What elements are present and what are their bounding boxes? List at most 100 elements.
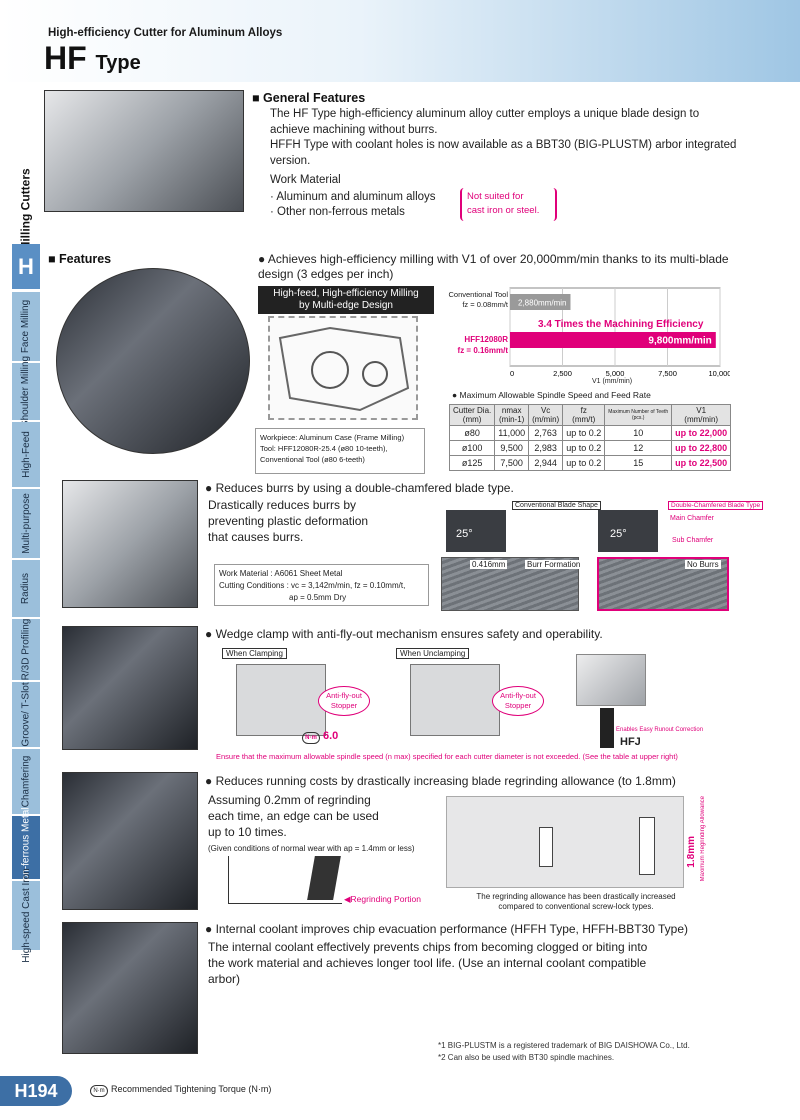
spec-table: Cutter Dia.(mm) nmax(min-1) Vc(m/min) fz… <box>448 404 732 471</box>
workpiece-outline-svg <box>278 326 410 412</box>
spec-h1: nmax <box>501 406 522 415</box>
regrind-caption1: The regrinding allowance has been drasti… <box>476 892 676 901</box>
conventional-blade-label: Conventional Blade Shape <box>512 501 601 510</box>
sidebar-item-face-milling[interactable]: Face Milling <box>12 292 40 362</box>
sidebar-item-high-feed[interactable]: High-Feed <box>12 422 40 488</box>
burr-size-label: 0.416mm <box>470 560 508 569</box>
torque-number: 6.0 <box>323 730 339 742</box>
torque-icon: N·m <box>90 1085 108 1097</box>
burr-cond3: ap = 0.5mm Dry <box>289 593 347 602</box>
spec-cell: ø80 <box>448 425 496 441</box>
sidebar-category[interactable]: Milling Cutters <box>12 168 40 251</box>
sidebar-item-chamfering[interactable]: Chamfering <box>12 749 40 815</box>
spec-header-row: Cutter Dia.(mm) nmax(min-1) Vc(m/min) fz… <box>448 404 732 426</box>
feature-bullet-efficiency: Achieves high-efficiency milling with V1… <box>258 252 736 282</box>
work-material-1: · Aluminum and aluminum alloys <box>270 191 436 203</box>
main-chamfer-label: Main Chamfer <box>670 515 714 522</box>
title-sub: Type <box>95 52 141 74</box>
regrind-blade-diagram <box>228 856 342 904</box>
sidebar-item-high-speed-cast-iron[interactable]: High-speed Cast Iron <box>12 868 40 963</box>
high-feed-label: High-feed, High-efficiency Milling by Mu… <box>258 286 434 314</box>
spec-u1: (min-1) <box>498 415 525 424</box>
features-heading: Features <box>48 252 111 266</box>
sidebar-item-non-ferrous[interactable]: Non-ferrous Metal <box>12 807 40 888</box>
clamping-diagram <box>236 664 326 736</box>
spec-u0: (mm) <box>462 415 482 424</box>
sidebar-item-r3d-profiling[interactable]: R/3D Profiling <box>12 619 40 681</box>
workpiece-line2: Tool: HFF12080R-25.4 (ø80 10-teeth), <box>260 444 388 453</box>
coolant-bullet: Internal coolant improves chip evacuatio… <box>205 922 688 937</box>
page-subtitle: High-efficiency Cutter for Aluminum Allo… <box>48 27 283 39</box>
torque-note-text: Recommended Tightening Torque (N·m) <box>111 1084 272 1094</box>
chart-tick-label: 0 <box>510 369 514 378</box>
allowance-value: 1.8mm <box>686 836 697 868</box>
work-material-2: · Other non-ferrous metals <box>270 206 405 218</box>
torque-icon: N·m <box>302 732 320 744</box>
cutter-product-photo <box>44 90 244 212</box>
spec-th-teeth: Maximum Number of Teeth(pcs.) <box>604 404 673 426</box>
spec-cell: 2,944 <box>528 455 564 471</box>
spec-table-caption: ● Maximum Allowable Spindle Speed and Fe… <box>452 390 651 400</box>
when-clamping-label: When Clamping <box>222 648 287 659</box>
no-burrs-label: No Burrs <box>685 560 721 569</box>
chart-cat2-label: HFF12080R fz = 0.16mm/t <box>434 334 508 356</box>
hfj-clamp-image <box>576 654 646 706</box>
workpiece-hole <box>362 361 388 387</box>
sidebar-item-multi-purpose[interactable]: Multi-purpose <box>12 489 40 559</box>
conventional-blade-diagram <box>446 510 506 552</box>
coolant-desc: The internal coolant effectively prevent… <box>208 940 648 986</box>
spec-cell: 12 <box>604 440 673 456</box>
regrind-desc1: Assuming 0.2mm of regrinding <box>208 793 371 807</box>
regrind-desc2: each time, an edge can be used <box>208 809 379 823</box>
spec-caption-text: Maximum Allowable Spindle Speed and Feed… <box>459 390 651 400</box>
burr-desc2: preventing plastic deformation <box>208 514 369 528</box>
not-suited-line2: cast iron or steel. <box>467 205 540 216</box>
workpiece-conditions: Workpiece: Aluminum Case (Frame Milling)… <box>255 428 425 474</box>
spec-cell: 2,983 <box>528 440 564 456</box>
chart-bar <box>510 332 716 348</box>
sidebar-letter[interactable]: H <box>12 244 40 290</box>
max-allowance-label: Maximum Regrinding Allowance <box>700 796 706 882</box>
spec-th-v1: V1(mm/min) <box>671 404 732 426</box>
spec-cell: 9,500 <box>494 440 530 456</box>
regrinding-portion-text: Regrinding Portion <box>350 894 421 904</box>
chart-tick-label: 7,500 <box>658 369 677 378</box>
chart-cat1-label: Conventional Tool fz = 0.08mm/t <box>434 290 509 310</box>
spec-u2: (m/min) <box>532 415 560 424</box>
workpiece-diagram <box>268 316 418 420</box>
footnote-2: *2 Can also be used with BT30 spindle ma… <box>438 1053 615 1062</box>
spec-cell: 10 <box>604 425 673 441</box>
regrind-blade-shape <box>307 856 341 900</box>
chart-bar <box>510 294 571 310</box>
spec-u5: (mm/min) <box>684 415 719 424</box>
spec-cell: 7,500 <box>494 455 530 471</box>
spindle-warning: Ensure that the maximum allowable spindl… <box>216 752 678 761</box>
sidebar-item-groove-tslot[interactable]: Groove/ T-Slot <box>12 682 40 748</box>
spec-cell: up to 22,500 <box>671 455 732 471</box>
sidebar-item-radius[interactable]: Radius <box>12 560 40 618</box>
spec-th-vc: Vc(m/min) <box>528 404 564 426</box>
spec-h2: Vc <box>540 406 551 415</box>
chart-cat1-line1: Conventional Tool <box>448 290 509 299</box>
workpiece-bore <box>311 351 349 389</box>
stopper-callout-1: Anti-fly-out Stopper <box>318 686 370 716</box>
spec-u3: (mm/t) <box>572 415 596 424</box>
stopper-callout-2: Anti-fly-out Stopper <box>492 686 544 716</box>
sidebar-item-shoulder-milling[interactable]: Shoulder Milling <box>12 356 40 427</box>
chart-tick-label: 5,000 <box>606 369 625 378</box>
header-band <box>0 0 800 82</box>
regrind-given: (Given conditions of normal wear with ap… <box>208 844 415 853</box>
spec-cell: up to 0.2 <box>562 440 606 456</box>
hfj-label: HFJ <box>620 736 641 748</box>
burr-blade-photo <box>62 480 198 608</box>
title-main: HF <box>44 40 87 76</box>
spec-cell: up to 22,800 <box>671 440 732 456</box>
sub-chamfer-label: Sub Chamfer <box>672 537 714 544</box>
footnote-1: *1 BIG-PLUSTM is a registered trademark … <box>438 1041 690 1050</box>
not-suited-note: Not suited for cast iron or steel. <box>460 188 557 221</box>
spec-cell: 15 <box>604 455 673 471</box>
spec-h3: fz <box>580 406 587 415</box>
page-title: HF Type <box>44 40 141 77</box>
